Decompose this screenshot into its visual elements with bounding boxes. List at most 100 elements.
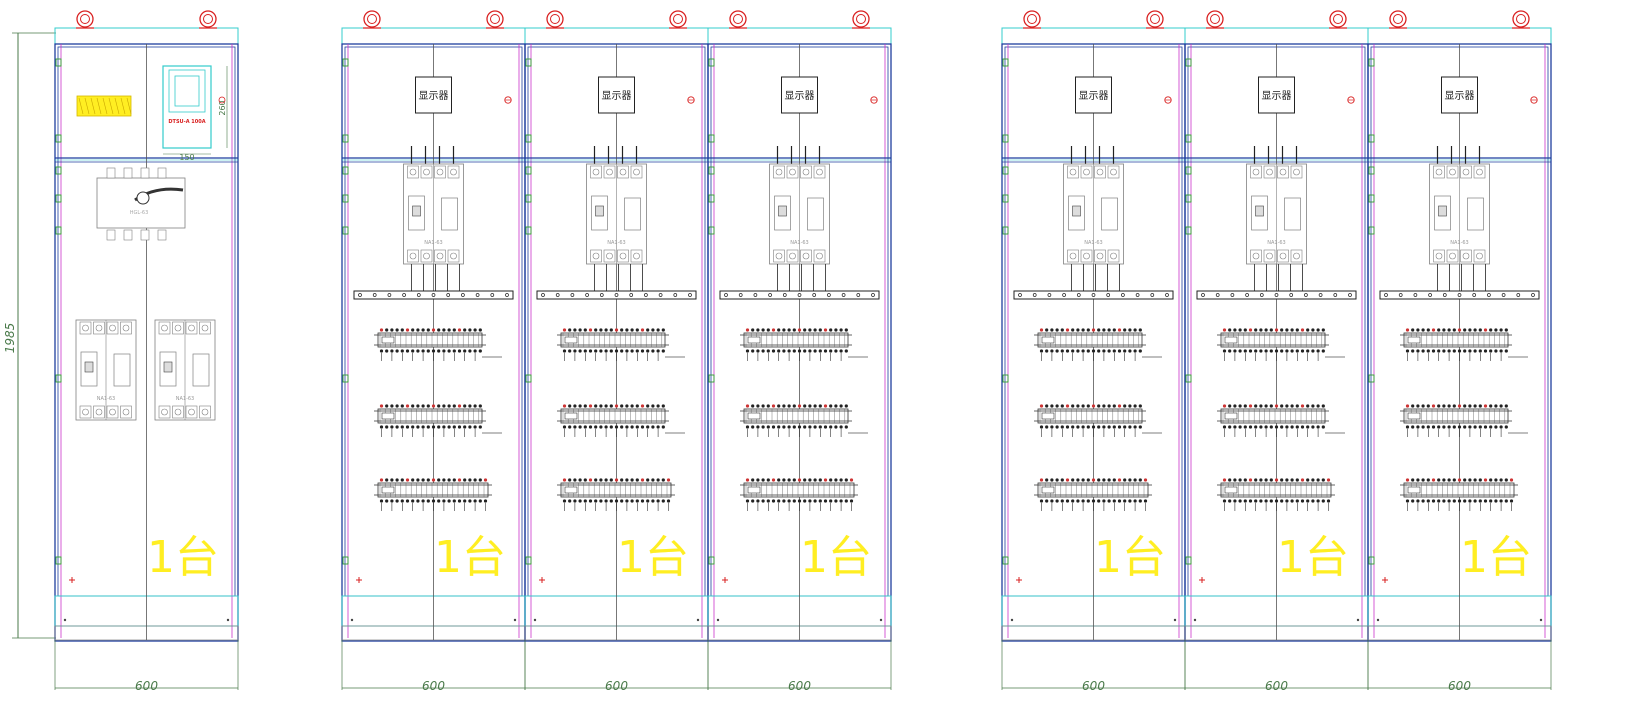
nameplate-icon (76, 95, 132, 117)
mccb-breaker-icon: NA1-63 (1429, 163, 1490, 265)
quantity-label: 1台 (147, 532, 219, 583)
display-box: 显示器 (781, 76, 818, 114)
energy-meter-icon: DTSU-A 100A (162, 65, 212, 149)
display-box: 显示器 (415, 76, 452, 114)
mcb-row (740, 328, 852, 361)
mccb-breaker-icon: NA1-63 (75, 319, 137, 421)
indicator-lamp-icon (870, 96, 878, 104)
quantity-label: 1台 (1460, 532, 1532, 583)
overall-height-dimension: 1985 (3, 32, 56, 639)
mcb-row (557, 478, 675, 511)
width-dimension-text: 600 (422, 679, 445, 693)
mccb-breaker-icon: NA1-63 (769, 163, 830, 265)
display-label: 显示器 (1445, 90, 1475, 102)
lifting-eye-icon (1206, 10, 1224, 29)
breaker-label: NA1-63 (176, 396, 195, 402)
breaker-label: NA1-63 (790, 240, 809, 246)
mcb-row (374, 478, 492, 511)
mcb-row (1400, 328, 1512, 361)
display-box: 显示器 (1258, 76, 1295, 114)
breaker-label: NA1-63 (1084, 240, 1103, 246)
display-box: 显示器 (1441, 76, 1478, 114)
top-canopy (1001, 27, 1186, 45)
display-box: 显示器 (598, 76, 635, 114)
cabinet-3: 600 显示器 NA1-63 1台 (524, 10, 709, 693)
lifting-eye-icon (852, 10, 870, 29)
mcb-row (1217, 404, 1329, 437)
lifting-eye-icon (1389, 10, 1407, 29)
indicator-lamp-icon (1164, 96, 1172, 104)
lifting-eye-icon (1146, 10, 1164, 29)
busbar (719, 290, 880, 300)
quantity-label: 1台 (1094, 532, 1166, 583)
mccb-breaker-icon: NA1-63 (403, 163, 464, 265)
width-dimension-text: 600 (1265, 679, 1288, 693)
lifting-eye-icon (363, 10, 381, 29)
busbar (536, 290, 697, 300)
mcb-row (557, 328, 669, 361)
lifting-eye-icon (546, 10, 564, 29)
display-label: 显示器 (419, 90, 449, 102)
meter-width-dim: 150 (179, 153, 194, 162)
width-dimension: 600 (1367, 640, 1552, 693)
switch-label: HGL-63 (130, 210, 149, 216)
mcb-row (1217, 328, 1329, 361)
quantity-label: 1台 (434, 532, 506, 583)
display-box: 显示器 (1075, 76, 1112, 114)
mcb-row (1400, 404, 1512, 437)
indicator-lamp-icon (1530, 96, 1538, 104)
quantity-label: 1台 (617, 532, 689, 583)
display-label: 显示器 (785, 90, 815, 102)
lifting-eye-icon (1329, 10, 1347, 29)
meter-label: DTSU-A 100A (168, 119, 205, 125)
mcb-row (374, 328, 486, 361)
display-label: 显示器 (602, 90, 632, 102)
breaker-label: NA1-63 (1450, 240, 1469, 246)
top-canopy (524, 27, 709, 45)
mcb-row (1217, 478, 1335, 511)
breaker-label: NA1-63 (424, 240, 443, 246)
width-dimension: 600 (1184, 640, 1369, 693)
indicator-lamp-icon (1347, 96, 1355, 104)
top-canopy (707, 27, 892, 45)
mcb-row (1400, 478, 1518, 511)
cabinet-5: 600 显示器 NA1-63 1台 (1001, 10, 1186, 693)
lifting-eye-icon (486, 10, 504, 29)
lifting-eye-icon (729, 10, 747, 29)
mccb-breaker-icon: NA1-63 (1246, 163, 1307, 265)
mcb-row (374, 404, 486, 437)
width-dimension: 600 (707, 640, 892, 693)
mcb-row (1034, 328, 1146, 361)
top-canopy (341, 27, 526, 45)
cabinet-2: 600 显示器 NA1-63 1台 (341, 10, 526, 693)
width-dimension: 600 (524, 640, 709, 693)
busbar (353, 290, 514, 300)
mccb-breaker-icon: NA1-63 (1063, 163, 1124, 265)
width-dimension: 600 (1001, 640, 1186, 693)
lifting-eye-icon (76, 10, 94, 29)
breaker-label: NA1-63 (1267, 240, 1286, 246)
mcb-row (1034, 404, 1146, 437)
lifting-eye-icon (669, 10, 687, 29)
width-dimension-text: 600 (1082, 679, 1105, 693)
mcb-row (557, 404, 669, 437)
width-dimension-text: 600 (1448, 679, 1471, 693)
top-canopy (54, 27, 239, 45)
breaker-label: NA1-63 (607, 240, 626, 246)
width-dimension: 600 (54, 640, 239, 693)
mcb-row (740, 478, 858, 511)
width-dimension-text: 600 (135, 679, 158, 693)
top-canopy (1184, 27, 1369, 45)
top-canopy (1367, 27, 1552, 45)
isolating-switch-icon: HGL-63 (96, 167, 186, 241)
display-label: 显示器 (1079, 90, 1109, 102)
width-dimension-text: 600 (605, 679, 628, 693)
lifting-eye-icon (199, 10, 217, 29)
busbar (1379, 290, 1540, 300)
busbar (1013, 290, 1174, 300)
width-dimension-text: 600 (788, 679, 811, 693)
mcb-row (1034, 478, 1152, 511)
